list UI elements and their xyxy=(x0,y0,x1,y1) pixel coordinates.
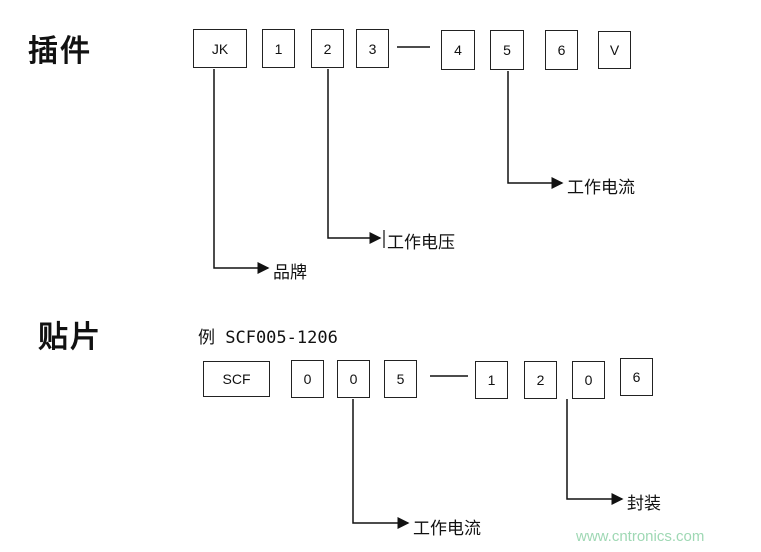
arrow-current-plugin xyxy=(507,71,564,189)
plugin-box-5: 5 xyxy=(490,30,524,70)
plugin-heading: 插件 xyxy=(28,34,92,69)
smd-box-2: 2 xyxy=(524,361,557,399)
plugin-box-v: V xyxy=(598,31,631,69)
smd-box-1: 1 xyxy=(475,361,508,399)
arrow-brand xyxy=(213,69,270,274)
plugin-box-1: 1 xyxy=(262,29,295,68)
watermark-text: www.cntronics.com xyxy=(576,528,705,545)
arrow-voltage xyxy=(327,69,382,244)
label-current-plugin: 工作电流 xyxy=(567,178,635,198)
plugin-box-3: 3 xyxy=(356,29,389,68)
smd-heading: 贴片 xyxy=(38,320,102,355)
smd-box-0b: 0 xyxy=(337,360,370,398)
plugin-box-6: 6 xyxy=(545,30,578,70)
plugin-box-2: 2 xyxy=(311,29,344,68)
label-voltage: 工作电压 xyxy=(387,233,455,253)
smd-box-0a: 0 xyxy=(291,360,324,398)
plugin-box-4: 4 xyxy=(441,30,475,70)
smd-box-scf: SCF xyxy=(203,361,270,397)
smd-box-0c: 0 xyxy=(572,361,605,399)
arrow-package xyxy=(566,399,624,505)
smd-example: 例 SCF005-1206 xyxy=(198,328,338,348)
smd-box-6: 6 xyxy=(620,358,653,396)
arrow-current-smd xyxy=(352,399,410,529)
label-current-smd: 工作电流 xyxy=(413,519,481,539)
smd-box-5: 5 xyxy=(384,360,417,398)
plugin-box-brand: JK xyxy=(193,29,247,68)
label-package: 封装 xyxy=(627,494,661,514)
label-brand: 品牌 xyxy=(273,263,307,283)
